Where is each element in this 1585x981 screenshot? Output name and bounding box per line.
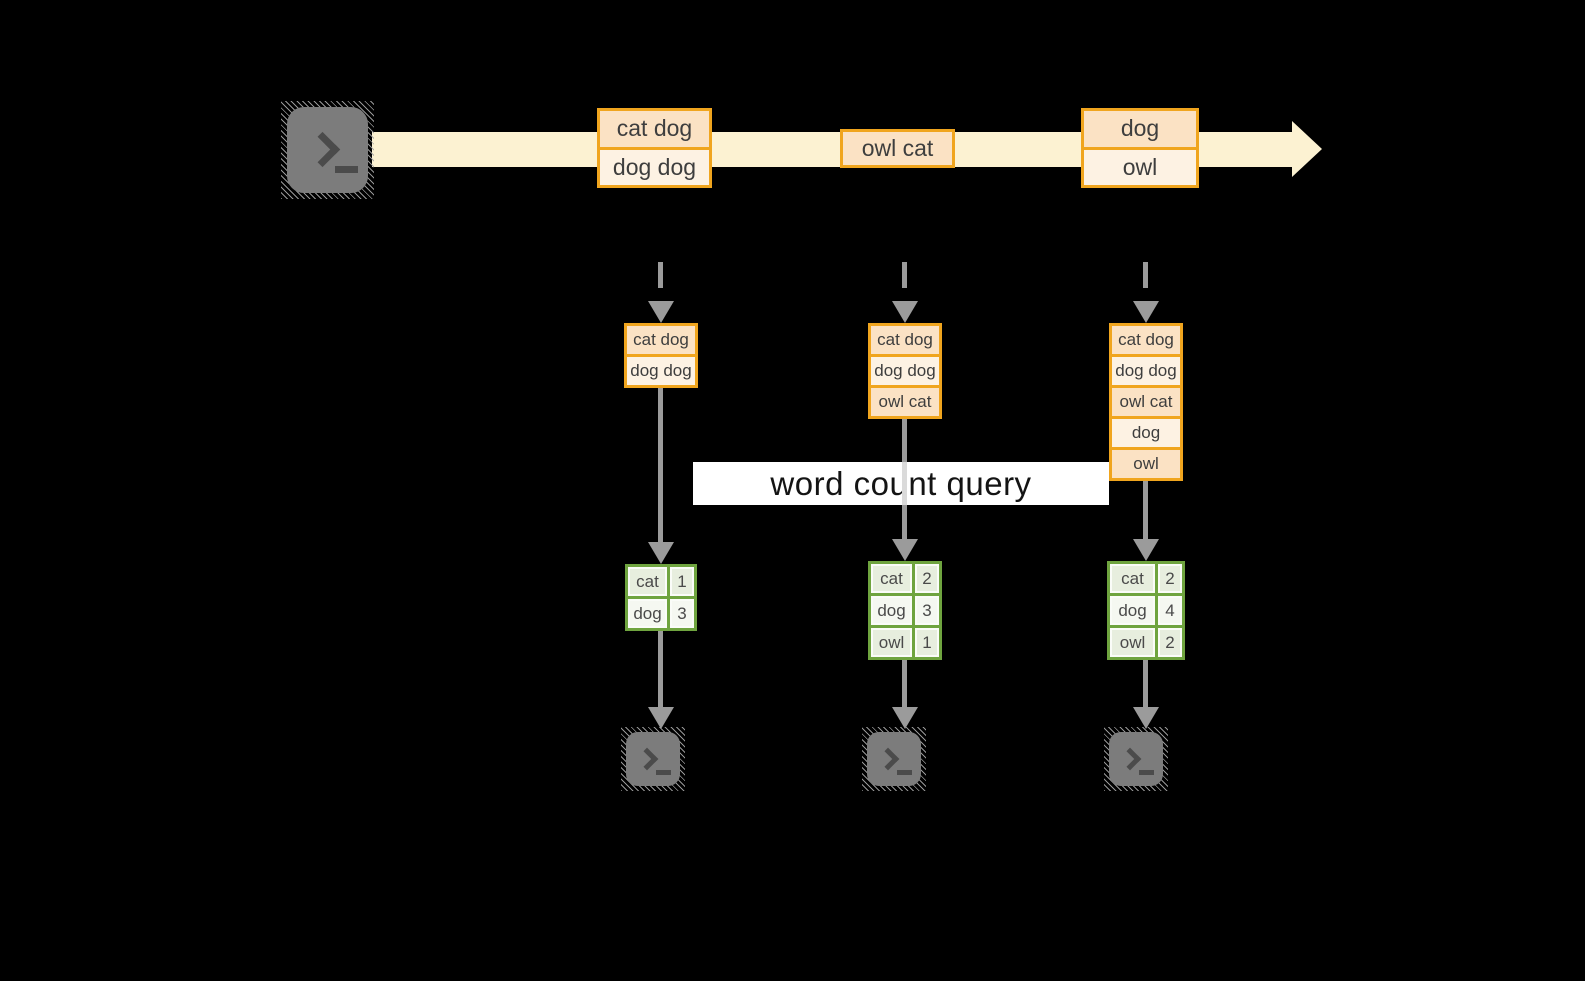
count-cell: 3 — [915, 596, 939, 625]
source-terminal-icon — [281, 101, 374, 199]
word-count-query-banner: word count query — [693, 462, 1109, 505]
count-cell: 1 — [670, 567, 694, 596]
buffer-row: dog dog — [627, 357, 695, 385]
record-buffer: cat dog dog dog — [624, 323, 698, 388]
connector-arrowhead-icon — [648, 542, 674, 564]
count-cell: 2 — [1158, 564, 1182, 593]
buffer-row: owl cat — [1112, 388, 1180, 416]
buffer-row: cat dog — [1112, 326, 1180, 354]
word-cell: dog — [628, 599, 667, 628]
stream-record: owl cat — [840, 129, 955, 168]
ingest-arrowhead-icon — [892, 301, 918, 323]
buffer-row: dog dog — [871, 357, 939, 385]
stream-record-row: owl cat — [843, 132, 952, 165]
connector-arrowhead-icon — [1133, 539, 1159, 561]
buffer-row: cat dog — [871, 326, 939, 354]
buffer-row: owl — [1112, 450, 1180, 478]
terminal-body — [1109, 732, 1163, 786]
word-cell: dog — [871, 596, 912, 625]
word-cell: owl — [1110, 628, 1155, 657]
consumer-terminal-icon — [621, 727, 685, 791]
terminal-prompt-icon — [635, 747, 659, 771]
query-connector-line — [1143, 481, 1148, 539]
output-connector-line — [658, 631, 663, 707]
word-cell: cat — [871, 564, 912, 593]
buffer-row: dog — [1112, 419, 1180, 447]
count-cell: 2 — [1158, 628, 1182, 657]
terminal-prompt-icon — [1118, 747, 1142, 771]
buffer-row: cat dog — [627, 326, 695, 354]
word-cell: cat — [628, 567, 667, 596]
query-connector-line — [658, 388, 663, 542]
stream-record-row: dog dog — [600, 146, 709, 185]
connector-arrowhead-icon — [892, 707, 918, 729]
ingest-arrowhead-icon — [648, 301, 674, 323]
count-cell: 4 — [1158, 596, 1182, 625]
record-buffer: cat dog dog dog owl cat dog owl — [1109, 323, 1183, 481]
stream-record: cat dog dog dog — [597, 108, 712, 188]
stream-arrowhead-icon — [1292, 121, 1322, 177]
word-count-table: cat 1 dog 3 — [625, 564, 697, 631]
connector-arrowhead-icon — [648, 707, 674, 729]
stream-record: dog owl — [1081, 108, 1199, 188]
terminal-cursor-icon — [335, 166, 358, 173]
consumer-terminal-icon — [1104, 727, 1168, 791]
terminal-cursor-icon — [656, 770, 671, 775]
count-cell: 1 — [915, 628, 939, 657]
buffer-row: dog dog — [1112, 357, 1180, 385]
ingest-arrowhead-icon — [1133, 301, 1159, 323]
buffer-row: owl cat — [871, 388, 939, 416]
count-cell: 3 — [670, 599, 694, 628]
connector-arrowhead-icon — [892, 539, 918, 561]
connector-arrowhead-icon — [1133, 707, 1159, 729]
consumer-terminal-icon — [862, 727, 926, 791]
stream-record-row: dog — [1084, 111, 1196, 147]
terminal-prompt-icon — [304, 131, 341, 168]
terminal-body — [626, 732, 680, 786]
record-buffer: cat dog dog dog owl cat — [868, 323, 942, 419]
stream-record-row: cat dog — [600, 111, 709, 147]
word-cell: dog — [1110, 596, 1155, 625]
word-cell: cat — [1110, 564, 1155, 593]
connector-through-banner — [902, 462, 907, 505]
word-count-table: cat 2 dog 4 owl 2 — [1107, 561, 1185, 660]
word-count-table: cat 2 dog 3 owl 1 — [868, 561, 942, 660]
output-connector-line — [1143, 660, 1148, 707]
ingest-arrow-dashed — [902, 262, 907, 296]
stream-record-row: owl — [1084, 146, 1196, 185]
terminal-prompt-icon — [876, 747, 900, 771]
count-cell: 2 — [915, 564, 939, 593]
output-connector-line — [902, 660, 907, 707]
terminal-cursor-icon — [897, 770, 912, 775]
ingest-arrow-dashed — [1143, 262, 1148, 296]
word-cell: owl — [871, 628, 912, 657]
terminal-body — [867, 732, 921, 786]
terminal-cursor-icon — [1139, 770, 1154, 775]
terminal-body — [287, 107, 368, 193]
ingest-arrow-dashed — [658, 262, 663, 296]
